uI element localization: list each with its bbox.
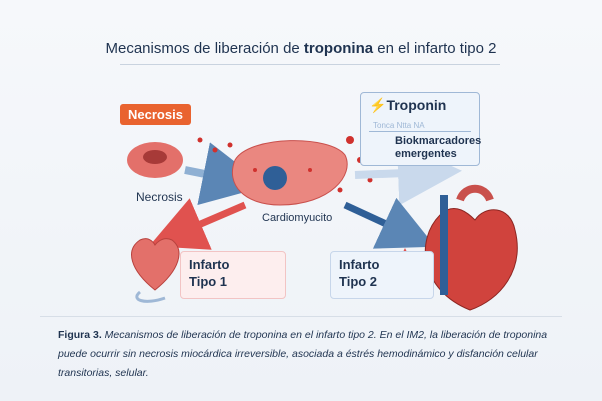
cardiomyocyte-icon [231, 140, 348, 206]
troponin-divider [369, 131, 471, 132]
infarct1-line2: Tipo 1 [189, 274, 228, 289]
title-prefix: Mecanismos de liberación de [105, 40, 304, 57]
caption-label: Figura 3. [58, 329, 102, 341]
caption-text: Mecanismos de liberación de troponina en… [58, 329, 548, 379]
infarct2-line2: Tipo 2 [339, 274, 378, 289]
title-divider [120, 64, 500, 65]
cardiomyocyte-label: Cardiomyucito [262, 212, 333, 224]
arrow-type1 [149, 198, 247, 250]
arrow-type2 [343, 197, 436, 249]
heart-small-icon [131, 238, 180, 303]
title-suffix: en el infarto tipo 2 [373, 40, 497, 57]
necrosis-label: Necrosis [136, 190, 183, 204]
arrow-biomarkers [354, 141, 462, 206]
biomarkers-line2: emergentes [395, 148, 457, 160]
infarct1-line1: Infarto [189, 257, 230, 272]
infarct2-line1: Infarto [339, 257, 380, 272]
biomarkers-line1: Biokmarcadores [395, 135, 482, 147]
page-title: Mecanismos de liberación de troponina en… [0, 40, 602, 57]
troponin-label: ⚡Troponin [369, 97, 446, 114]
troponin-sub: Tonca Ntta NA [373, 121, 425, 130]
necrosis-tag: Necrosis [120, 104, 191, 125]
title-bold: troponina [303, 40, 374, 57]
caption-divider [40, 316, 562, 317]
arrow-necrosis [184, 142, 267, 206]
heart-large-icon [424, 184, 518, 311]
troponin-text: Troponin [386, 97, 447, 113]
necrotic-cell-icon [127, 142, 183, 178]
illustration [127, 115, 518, 311]
troponin-icon: ⚡ [369, 97, 387, 113]
figure-caption: Figura 3. Mecanismos de liberación de tr… [58, 326, 568, 383]
